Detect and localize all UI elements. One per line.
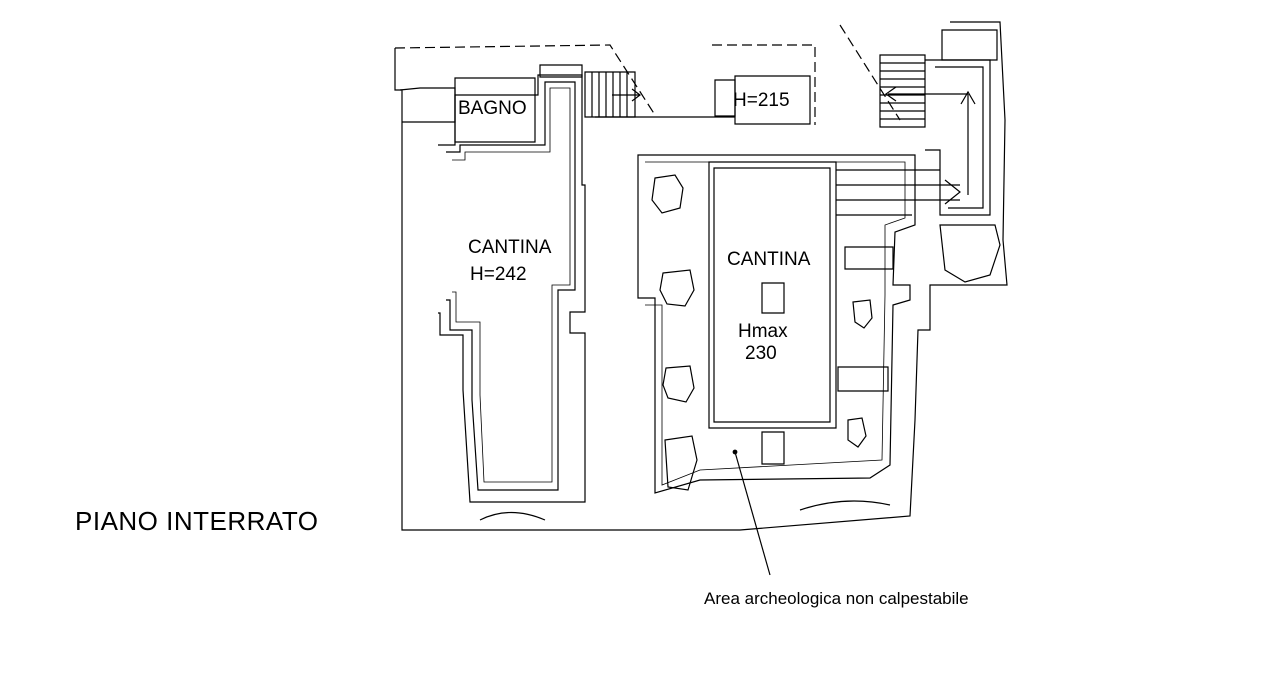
- archaeological-area-outline: [638, 155, 915, 493]
- right-cantina-outer: [709, 162, 836, 428]
- stone-4: [665, 436, 697, 490]
- archaeological-area-note: Area archeologica non calpestabile: [704, 589, 969, 608]
- outer-dashed-top: [395, 25, 900, 125]
- left-cantina-outer-wall: [438, 75, 585, 502]
- left-cantina-inner-wall: [446, 82, 575, 490]
- right-cantina-inner: [714, 168, 830, 422]
- outer-perimeter: [395, 22, 1007, 530]
- bagno-label: BAGNO: [458, 98, 527, 119]
- stone-3: [663, 366, 694, 402]
- left-cantina-name-label: CANTINA: [468, 237, 552, 258]
- stone-6: [848, 418, 866, 447]
- stone-1: [652, 175, 683, 213]
- stone-2: [660, 270, 694, 306]
- right-cantina-hmax-label: Hmax: [738, 321, 788, 342]
- left-cantina-height-label: H=242: [470, 264, 527, 285]
- annotation-leader-line: [735, 452, 770, 575]
- left-staircase: [585, 72, 640, 117]
- stone-5: [853, 300, 872, 328]
- right-staircase: [880, 55, 990, 215]
- plan-title: PIANO INTERRATO: [75, 506, 319, 536]
- right-cantina-name-label: CANTINA: [727, 249, 811, 270]
- right-cantina-hmax-value: 230: [745, 343, 777, 364]
- stone-7: [940, 225, 1000, 282]
- right-cantina-pillar: [762, 283, 784, 313]
- small-room-height-label: H=215: [733, 90, 790, 111]
